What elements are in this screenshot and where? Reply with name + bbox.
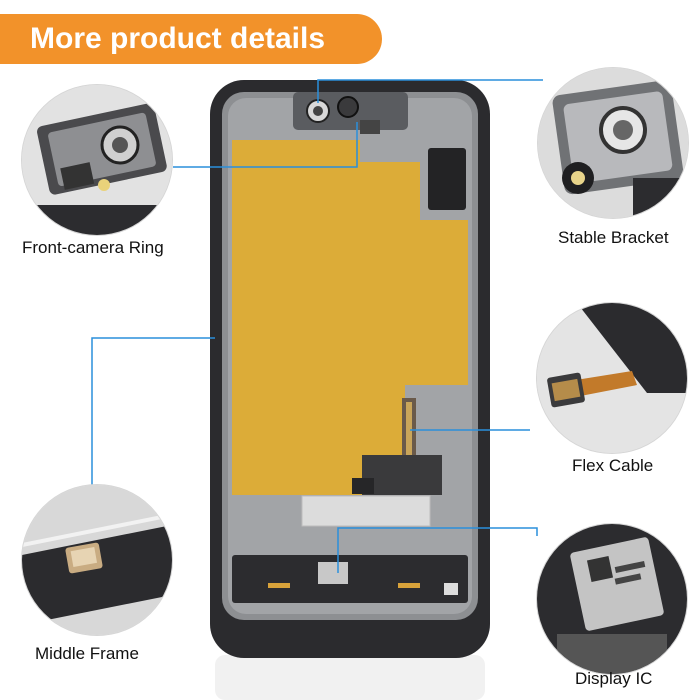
label-flex-cable: Flex Cable <box>572 456 654 475</box>
display-ic-photo <box>537 524 687 674</box>
label-stable-bracket: Stable Bracket <box>558 228 669 247</box>
flex-cable-zoom <box>537 303 687 453</box>
label-front-camera-ring: Front-camera Ring <box>22 238 164 257</box>
label-middle-frame: Middle Frame <box>35 644 139 663</box>
label-display-ic: Display IC <box>575 669 653 688</box>
leader-line-display-ic <box>337 527 538 573</box>
banner-title: More product details <box>30 22 326 55</box>
display-ic-zoom <box>537 524 687 674</box>
middle-frame-zoom <box>22 485 172 635</box>
front-camera-ring-photo <box>22 85 172 235</box>
front-camera-ring-zoom <box>22 85 172 235</box>
leader-lines <box>91 79 543 573</box>
screen-reflection <box>215 655 485 700</box>
flex-cable-photo <box>537 303 687 453</box>
leader-line-stable-bracket <box>317 79 543 103</box>
driver-board-area <box>232 555 468 603</box>
stable-bracket-photo <box>538 68 688 218</box>
black-pad <box>428 148 466 210</box>
header-banner: More product details <box>0 14 382 64</box>
display-ic-part <box>318 562 348 584</box>
middle-frame-photo <box>22 485 172 635</box>
stable-bracket-part <box>337 96 359 118</box>
leader-line-middle-frame <box>91 337 215 490</box>
adhesive-layer-top <box>232 140 468 430</box>
leader-line-front-camera-ring <box>173 122 358 168</box>
stable-bracket-zoom <box>538 68 688 218</box>
protective-tape <box>301 495 431 527</box>
